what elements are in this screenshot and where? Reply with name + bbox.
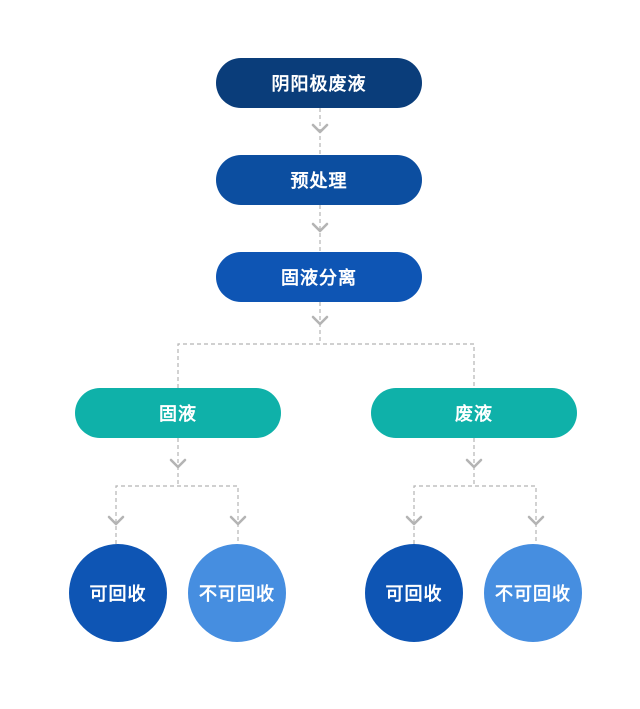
node-branch-left: 固液 [75, 388, 281, 438]
node-right-recyclable: 可回收 [365, 544, 463, 642]
node-step2: 预处理 [216, 155, 422, 205]
node-left-recyclable-label: 可回收 [89, 584, 147, 605]
arrow-down-icon [311, 222, 329, 233]
arrow-down-icon [311, 315, 329, 326]
node-branch-left-label: 固液 [159, 404, 197, 425]
node-left-recyclable: 可回收 [69, 544, 167, 642]
connector-split-bar [177, 343, 475, 388]
connector-right-bar [413, 485, 537, 544]
node-step3-label: 固液分离 [281, 268, 357, 289]
arrow-down-icon [527, 515, 545, 526]
arrow-down-icon [405, 515, 423, 526]
node-right-non-recyclable-label: 不可回收 [495, 584, 571, 605]
node-right-non-recyclable: 不可回收 [484, 544, 582, 642]
node-step1-label: 阴阳极废液 [271, 74, 367, 95]
arrow-down-icon [169, 458, 187, 469]
node-left-non-recyclable-label: 不可回收 [199, 584, 275, 605]
node-step1: 阴阳极废液 [216, 58, 422, 108]
node-right-recyclable-label: 可回收 [385, 584, 443, 605]
node-branch-right: 废液 [371, 388, 577, 438]
node-left-non-recyclable: 不可回收 [188, 544, 286, 642]
arrow-down-icon [107, 515, 125, 526]
connector-left-bar [115, 485, 239, 544]
arrow-down-icon [229, 515, 247, 526]
arrow-down-icon [465, 458, 483, 469]
node-step3: 固液分离 [216, 252, 422, 302]
node-step2-label: 预处理 [290, 171, 348, 192]
arrow-down-icon [311, 123, 329, 134]
node-branch-right-label: 废液 [455, 404, 493, 425]
